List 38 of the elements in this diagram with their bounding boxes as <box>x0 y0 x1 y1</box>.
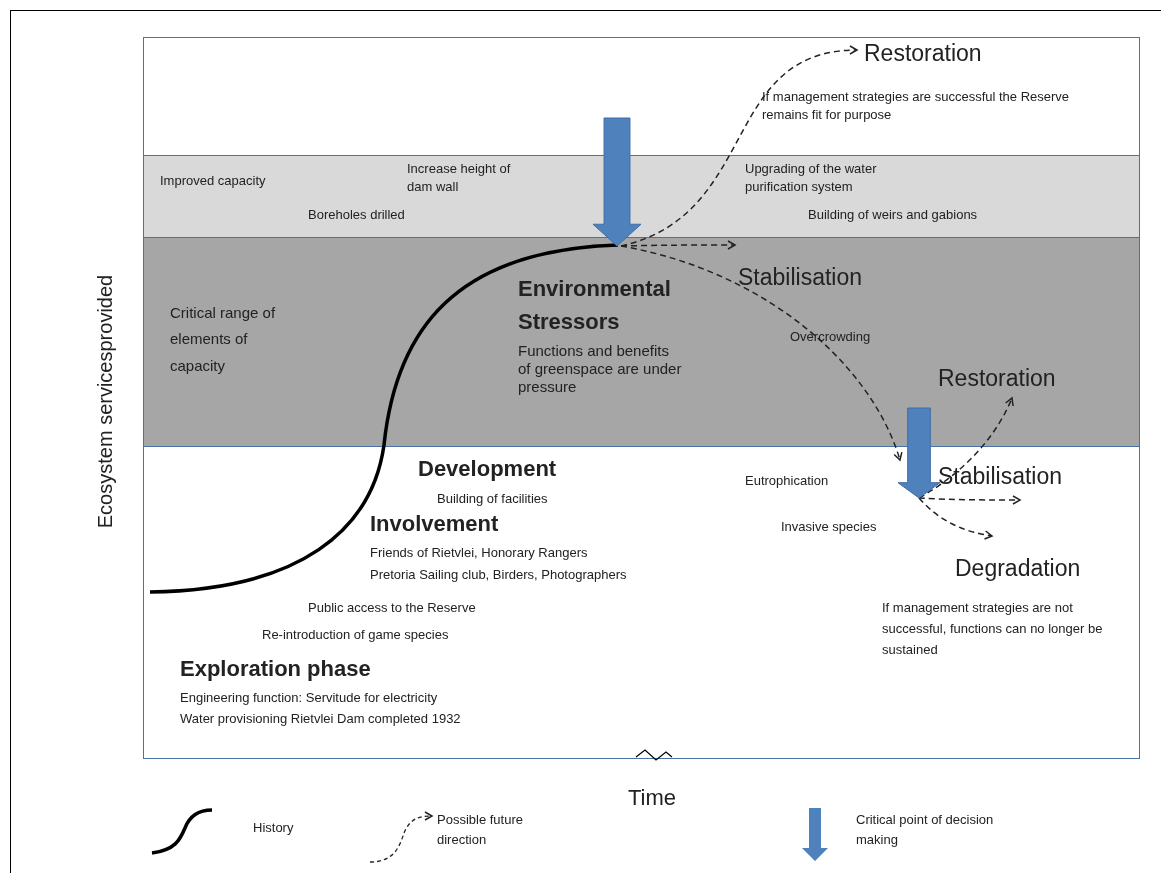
event-text: Engineering function: Servitude for electricity <box>180 689 438 707</box>
stressor-text: Eutrophication <box>745 472 829 490</box>
event-text: Friends of Rietvlei, Honorary Rangers <box>370 544 588 562</box>
legend-text: Critical point of decision making <box>856 811 995 850</box>
outcome-label: Stabilisation <box>938 461 1063 493</box>
stressor-text: Overcrowding <box>790 328 871 346</box>
phase-heading: Development <box>418 455 557 483</box>
outcome-note: If management strategies are not successful, functions can no longer be sustained <box>882 599 1104 659</box>
band-label: Critical range of elements of capacity <box>170 303 277 376</box>
event-text: Water provisioning Rietvlei Dam completed 1932 <box>180 710 461 728</box>
legend-text: History <box>253 819 294 837</box>
event-text: Re-introduction of game species <box>262 626 449 644</box>
intervention-text: Improved capacity <box>160 172 266 190</box>
phase-heading: Involvement <box>370 510 499 538</box>
outcome-label: Degradation <box>955 553 1081 585</box>
intervention-text: Upgrading of the water purification system <box>745 160 878 196</box>
legend-text: Possible future direction <box>437 811 524 850</box>
intervention-text: Increase height of dam wall <box>407 160 512 196</box>
outcome-label: Restoration <box>864 38 982 70</box>
stressor-text: Invasive species <box>781 518 877 536</box>
event-text: Pretoria Sailing club, Birders, Photographers <box>370 566 627 584</box>
axis-title: Ecosystem servicesprovided <box>92 273 117 531</box>
event-text: Building of facilities <box>437 490 548 508</box>
dashed-arrow <box>918 495 1021 505</box>
decision-arrow <box>592 117 642 247</box>
dashed-arrow <box>620 245 903 461</box>
phase-description: Functions and benefits of greenspace are under pressure <box>518 342 683 396</box>
intervention-text: Boreholes drilled <box>308 206 405 224</box>
outcome-note: If management strategies are successful the Reserve remains fit for purpose <box>762 88 1071 124</box>
outcome-label: Stabilisation <box>738 262 863 294</box>
dashed-arrow <box>918 497 993 540</box>
phase-heading: Environmental Stressors <box>518 275 672 336</box>
axis-title: Time <box>628 784 677 812</box>
phase-heading: Exploration phase <box>180 655 371 683</box>
outcome-label: Restoration <box>938 363 1056 395</box>
intervention-text: Building of weirs and gabions <box>808 206 978 224</box>
event-text: Public access to the Reserve <box>308 599 476 617</box>
decision-arrow <box>897 407 941 499</box>
